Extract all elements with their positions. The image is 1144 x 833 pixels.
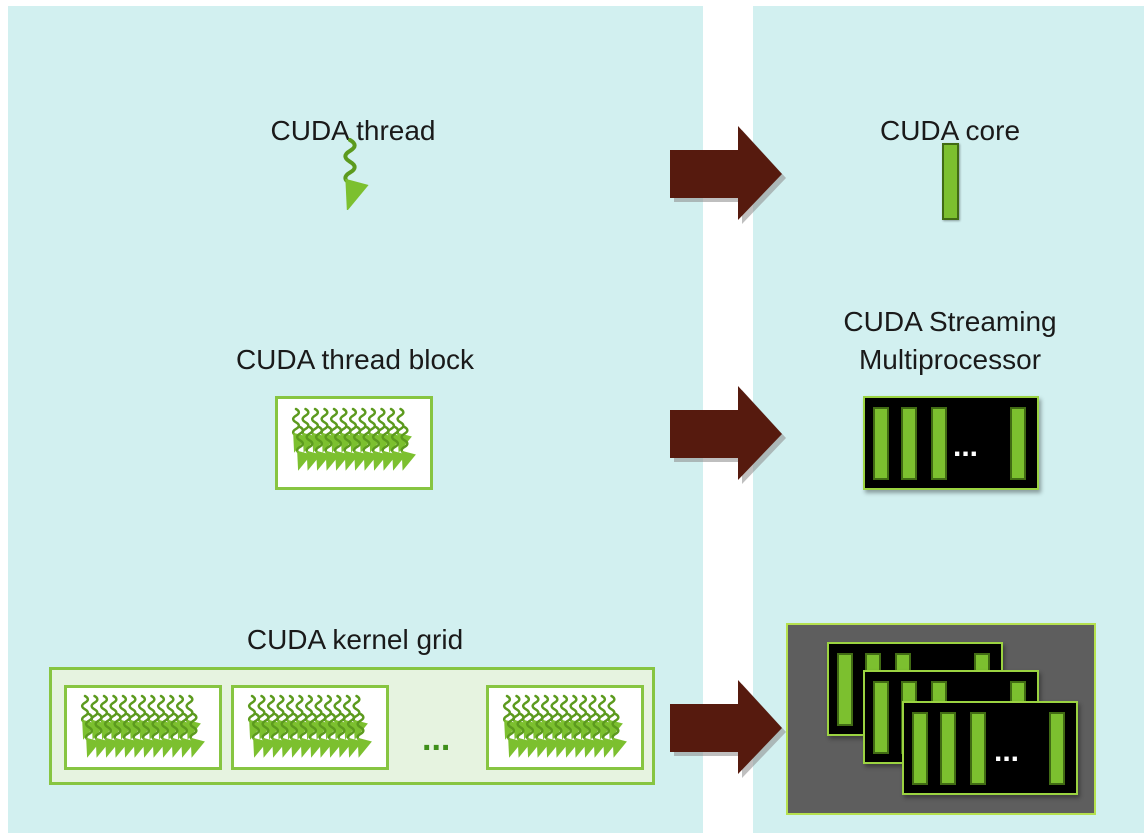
cuda-core-label: CUDA core: [879, 115, 1021, 146]
thread-cluster-icon: [502, 694, 627, 758]
cuda-thread-icon: [343, 137, 369, 210]
gpu-sm-front: ...: [902, 701, 1078, 795]
sm-core: [1049, 712, 1065, 785]
sm-core: [873, 681, 889, 754]
thread-cluster-icon: [80, 694, 205, 758]
sm-label-line1: CUDA Streaming: [843, 306, 1057, 337]
mapping-arrow-grid-gpu: [670, 680, 786, 778]
sm-label-line2: Multiprocessor: [858, 344, 1042, 375]
gpu-sm-ellipsis: ...: [994, 735, 1020, 768]
sm-core: [901, 407, 917, 480]
sm-ellipsis: ...: [953, 430, 979, 463]
cuda-core-icon: [942, 143, 959, 220]
cuda-thread-block-label: CUDA thread block: [235, 344, 475, 375]
grid-ellipsis: ...: [422, 720, 451, 758]
grid-thread-block-n: [486, 685, 644, 770]
mapping-arrow-block-sm: [670, 386, 786, 484]
grid-thread-block-1: [64, 685, 222, 770]
sm-core: [1010, 407, 1026, 480]
sm-core: [837, 653, 853, 726]
gpu-device-icon: ...: [786, 623, 1096, 815]
sm-core: [940, 712, 956, 785]
sm-core: [912, 712, 928, 785]
mapping-arrow-thread-core: [670, 126, 786, 224]
thread-block-box: [275, 396, 433, 490]
grid-thread-block-2: [231, 685, 389, 770]
sm-core: [873, 407, 889, 480]
streaming-multiprocessor-icon: ...: [863, 396, 1039, 490]
thread-cluster-icon: [247, 694, 372, 758]
sm-core: [931, 407, 947, 480]
thread-cluster-icon: [291, 407, 416, 471]
cuda-kernel-grid-label: CUDA kernel grid: [246, 624, 464, 655]
kernel-grid-frame: ...: [49, 667, 655, 785]
sm-core: [970, 712, 986, 785]
